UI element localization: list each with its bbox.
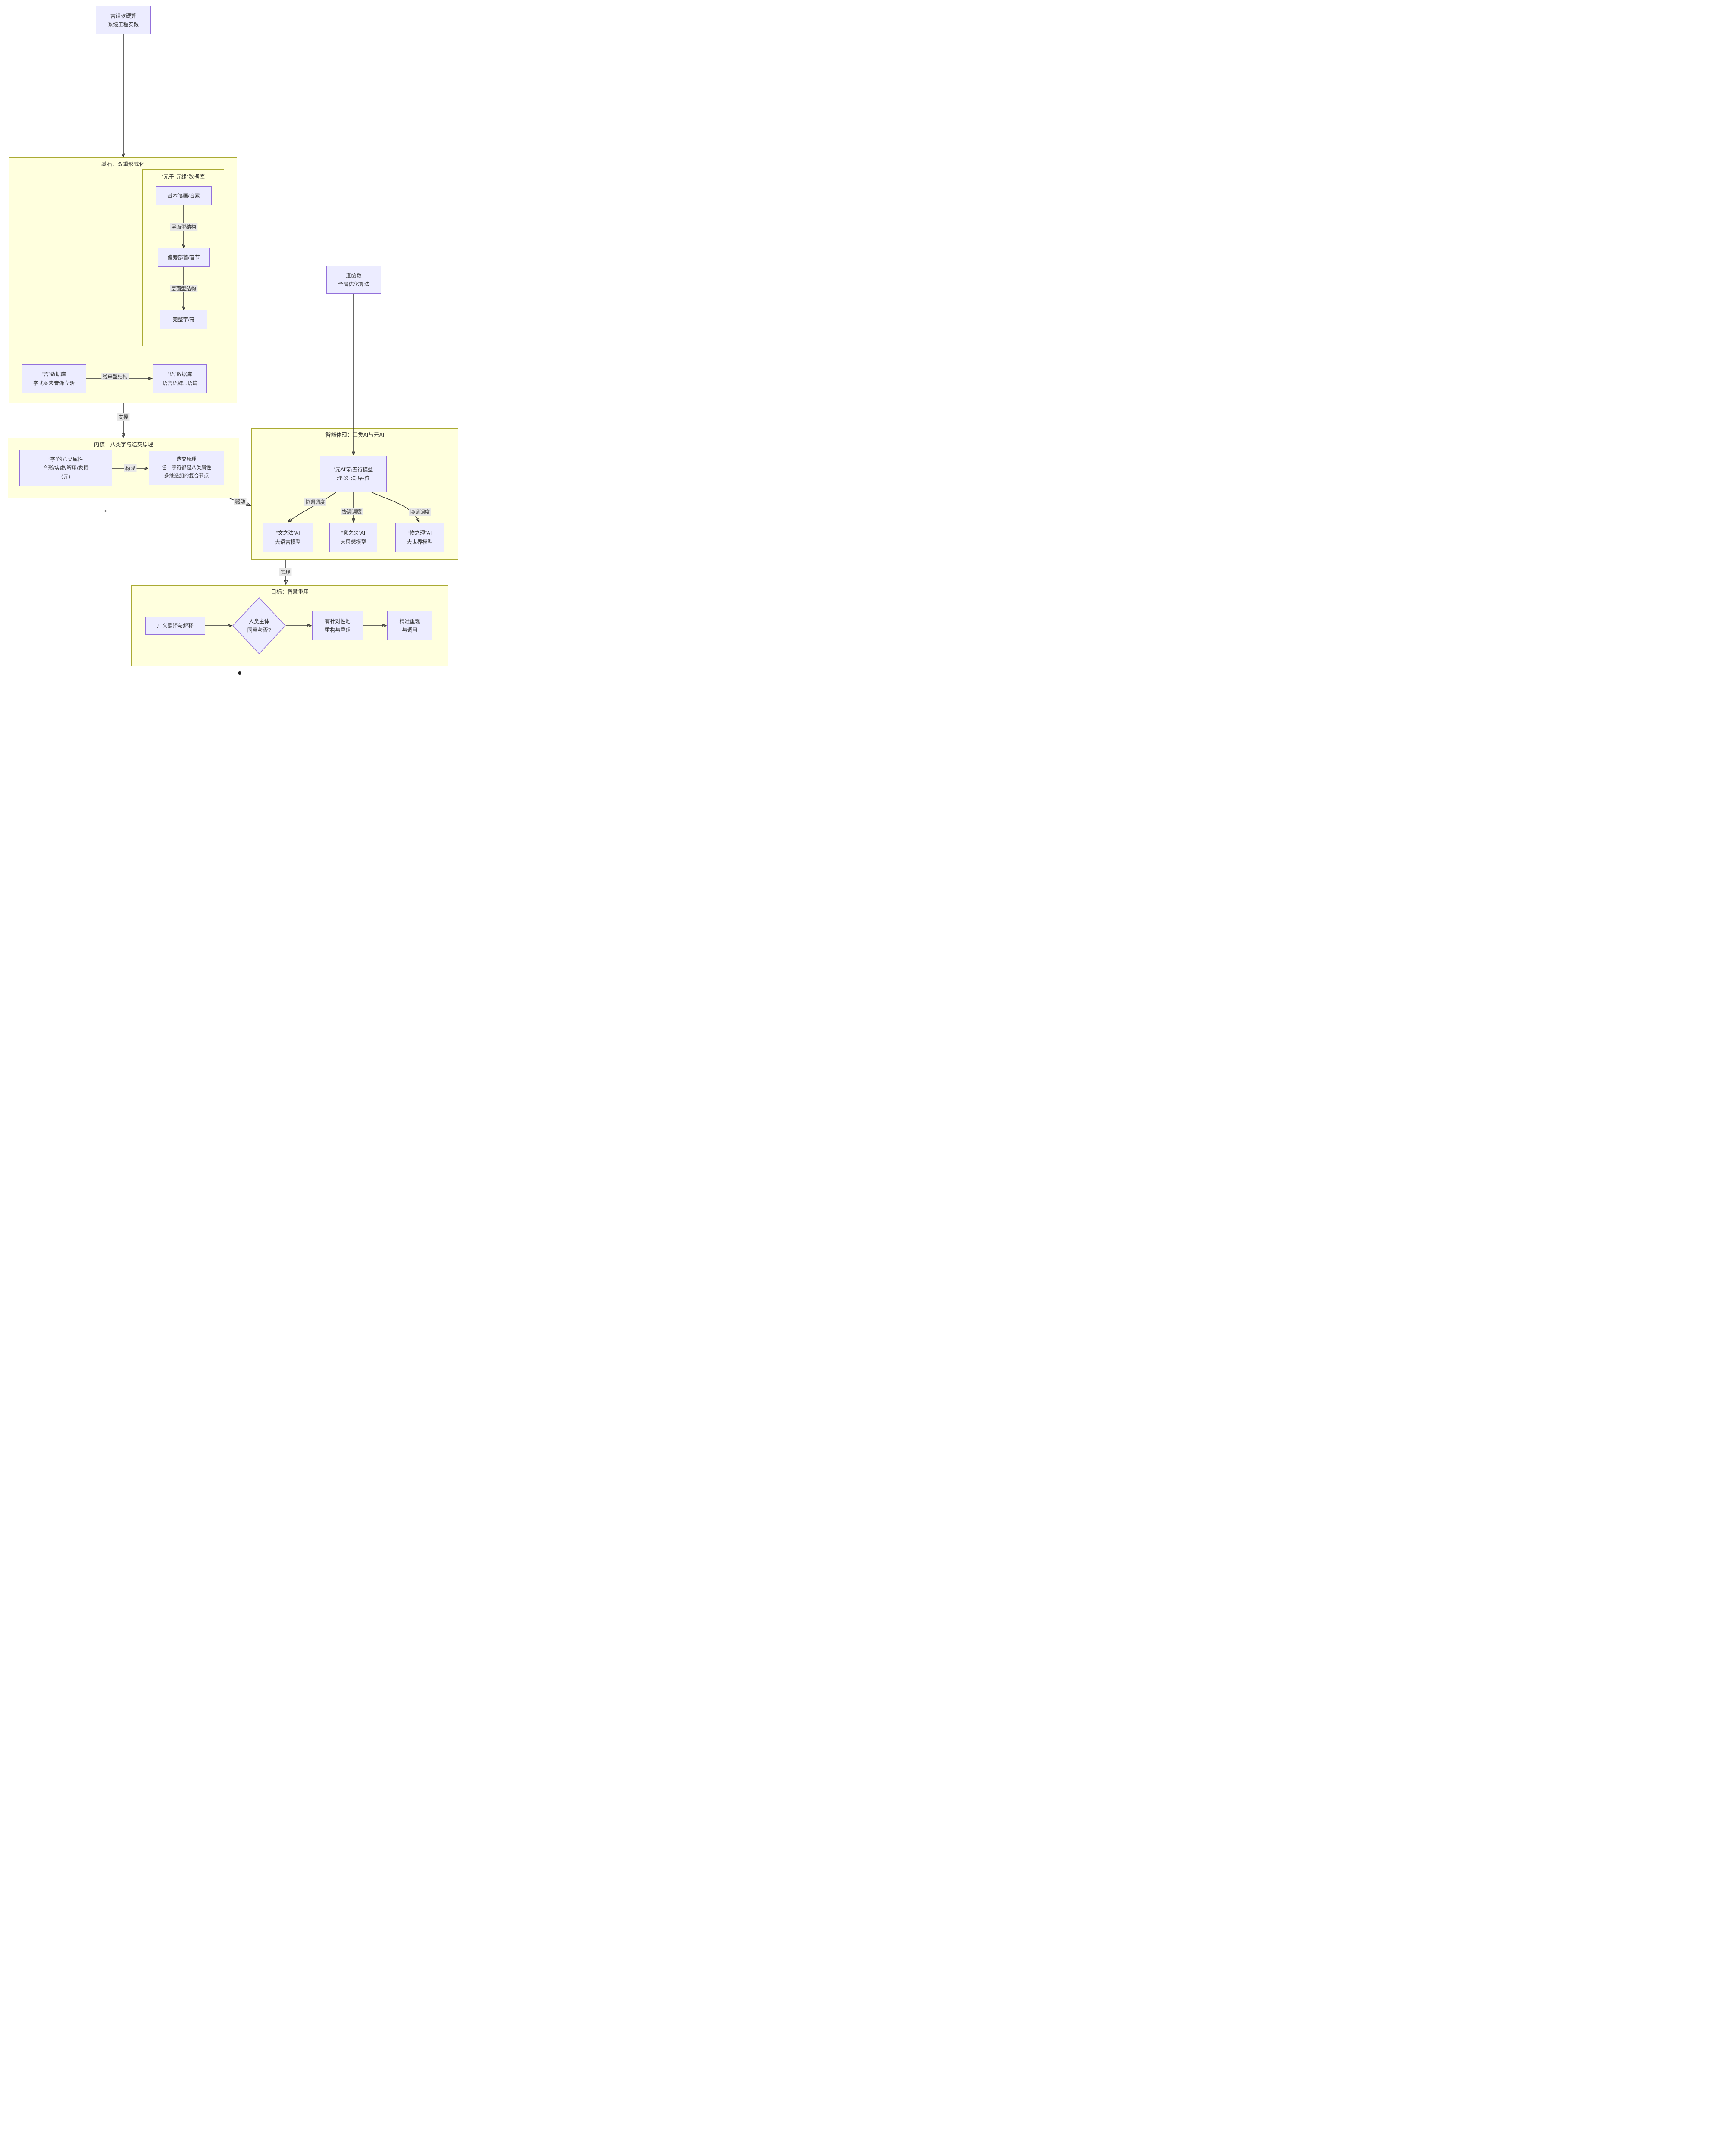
cluster-atom-db-label: “元子-元组”数据库: [162, 174, 205, 180]
node-overlay-principle-line3: 多维迭加的复合节点: [164, 473, 209, 479]
node-decision-line1: 人类主体: [248, 618, 269, 624]
node-radicals: 偏旁部首/音节: [158, 248, 210, 267]
node-dao-function-line2: 全局优化算法: [338, 281, 369, 287]
node-yan-db: “言”数据库 字式图表音像立活: [22, 364, 86, 393]
node-reproduce: 精准重现 与调用: [387, 611, 432, 640]
node-text-ai-line2: 大语言模型: [275, 539, 301, 545]
node-char-attrs-line3: （元）: [58, 473, 74, 480]
edge-label-coordinate-2: 协调调度: [341, 508, 363, 515]
node-reconstruct-line2: 重构与重组: [325, 627, 351, 633]
edge-label-serial-structure: 线串型结构: [101, 373, 129, 380]
node-overlay-principle: 迭交原理 任一字符都是八类属性 多维迭加的复合节点: [149, 451, 224, 485]
node-reconstruct: 有针对性地 重构与重组: [312, 611, 363, 640]
node-decision-diamond: 人类主体 同意与否?: [232, 597, 286, 654]
node-yu-db-line2: 语言语辞...语篇: [162, 380, 198, 386]
node-meta-ai: “元AI”新五行模型 理·义·法·序·位: [320, 456, 387, 492]
edge-label-coordinate-3: 协调调度: [409, 508, 431, 516]
node-yan-db-line2: 字式图表音像立活: [33, 380, 75, 386]
stray-dot-small: [104, 510, 107, 512]
node-yu-db-line1: “语”数据库: [168, 371, 192, 378]
node-fullchar-label: 完整字/符: [172, 316, 195, 323]
stray-dot-large: [238, 671, 241, 675]
edge-label-layer-structure-1: 层面型结构: [170, 223, 197, 231]
node-reproduce-line2: 与调用: [402, 627, 418, 633]
node-translate-label: 广义翻译与解释: [157, 622, 194, 629]
node-decision-line2: 同意与否?: [247, 627, 271, 633]
node-root-line2: 系统工程实践: [107, 22, 139, 28]
node-yu-db: “语”数据库 语言语辞...语篇: [153, 364, 207, 393]
cluster-foundation-label: 基石：双重形式化: [101, 161, 144, 167]
edge-label-realize: 实现: [279, 568, 292, 576]
node-translate: 广义翻译与解释: [145, 617, 205, 635]
cluster-core-label: 内核：八类字与迭交原理: [94, 442, 153, 448]
edge-label-layer-structure-2: 层面型结构: [170, 285, 197, 292]
cluster-intelligence-label: 智能体现：三类AI与元AI: [325, 432, 385, 438]
node-reconstruct-line1: 有针对性地: [325, 618, 351, 624]
edge-label-coordinate-1: 协调调度: [304, 498, 326, 506]
node-strokes-label: 基本笔画/音素: [167, 192, 200, 199]
node-meta-ai-line1: “元AI”新五行模型: [333, 466, 373, 473]
node-text-ai: “文之法”AI 大语言模型: [263, 523, 313, 552]
node-world-ai-line2: 大世界模型: [407, 539, 433, 545]
flowchart-canvas: 基石：双重形式化 “元子-元组”数据库 内核：八类字与迭交原理 智能体现：三类A…: [0, 0, 466, 677]
node-fullchar: 完整字/符: [160, 310, 207, 329]
node-world-ai: “物之理”AI 大世界模型: [395, 523, 444, 552]
cluster-goal-label: 目标：智慧重用: [271, 589, 309, 595]
edge-label-compose: 构成: [124, 464, 137, 472]
node-meta-ai-line2: 理·义·法·序·位: [337, 475, 370, 481]
node-strokes: 基本笔画/音素: [156, 186, 212, 205]
node-world-ai-line1: “物之理”AI: [407, 530, 432, 536]
edge-label-drive: 驱动: [234, 498, 247, 505]
node-char-attrs-line2: 音形/实虚/解用/象释: [43, 465, 89, 471]
node-reproduce-line1: 精准重现: [399, 618, 420, 624]
node-mind-ai-line1: “意之义”AI: [341, 530, 366, 536]
node-mind-ai: “意之义”AI 大思想模型: [329, 523, 377, 552]
node-root: 言识软硬算 系统工程实践: [96, 6, 151, 34]
node-radicals-label: 偏旁部首/音节: [167, 254, 200, 260]
node-dao-function: 道函数 全局优化算法: [326, 266, 381, 294]
edge-label-support: 支撑: [117, 413, 130, 421]
node-mind-ai-line2: 大思想模型: [340, 539, 366, 545]
node-overlay-principle-line2: 任一字符都是八类属性: [162, 465, 211, 470]
node-root-line1: 言识软硬算: [110, 13, 136, 19]
diamond-shape: [232, 597, 286, 654]
node-char-attrs-line1: “字”的八类属性: [48, 456, 83, 462]
node-yan-db-line1: “言”数据库: [42, 371, 66, 378]
node-text-ai-line1: “文之法”AI: [276, 530, 300, 536]
node-overlay-principle-line1: 迭交原理: [176, 457, 197, 462]
node-char-attrs: “字”的八类属性 音形/实虚/解用/象释 （元）: [19, 450, 112, 486]
node-dao-function-line1: 道函数: [346, 272, 362, 279]
